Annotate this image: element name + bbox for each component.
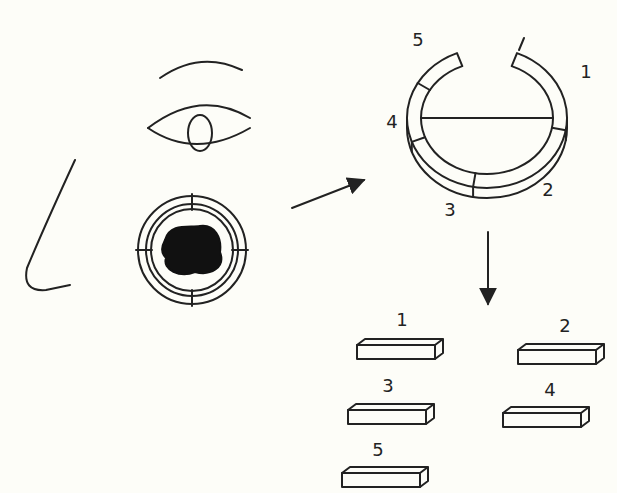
eyebrow: [160, 62, 242, 78]
eyelid-lower: [148, 128, 250, 144]
tissue-block: [518, 344, 604, 364]
eyelid-upper: [148, 105, 250, 128]
orientation-ticks: [136, 194, 248, 306]
orientation-mark: [519, 38, 524, 50]
callout-number: 1: [396, 311, 407, 329]
tissue-block: [348, 404, 434, 424]
tissue-block: [357, 339, 443, 359]
callout-number: 2: [542, 181, 553, 199]
margin-ring: [151, 209, 233, 291]
iris: [188, 115, 212, 151]
nose-outline: [26, 160, 75, 290]
process-arrow: [487, 232, 489, 304]
tissue-block: [342, 467, 428, 487]
excision-margin: [138, 196, 246, 304]
callout-number: 3: [444, 201, 455, 219]
callout-number: 5: [412, 31, 423, 49]
segment-dividers: [412, 83, 566, 197]
callout-number: 4: [544, 381, 555, 399]
tissue-block: [503, 407, 589, 427]
callout-number: 1: [580, 63, 591, 81]
process-arrow: [292, 180, 364, 208]
margin-ring-specimen: [407, 53, 567, 188]
callout-number: 3: [382, 377, 393, 395]
callout-number: 5: [372, 441, 383, 459]
callout-number: 2: [559, 317, 570, 335]
margin-ring: [146, 204, 238, 296]
callout-number: 4: [386, 113, 397, 131]
lesion: [162, 226, 221, 274]
